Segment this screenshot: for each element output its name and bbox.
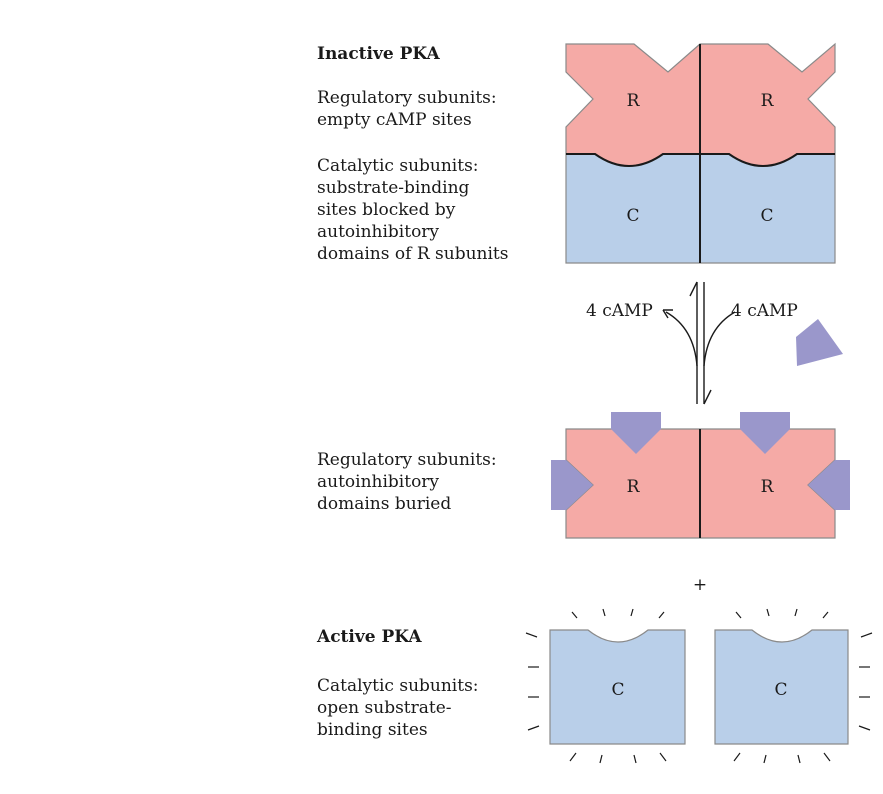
inactive-pka-complex: R R C C [565, 42, 836, 264]
inactive-catalytic-description: Catalytic subunits: substrate-binding si… [317, 156, 509, 264]
bound-camp-top-left [611, 412, 661, 454]
active-c-left-label: C [611, 680, 624, 700]
active-catalytic-right: C [714, 608, 873, 764]
active-pka-title: Active PKA [317, 627, 422, 647]
activity-rays-right [733, 608, 873, 764]
equilibrium-arrows [662, 281, 736, 405]
inactive-c-left-label: C [626, 206, 639, 226]
camp-right-label: 4 cAMP [731, 301, 798, 321]
inactive-regulatory-description: Regulatory subunits: empty cAMP sites [317, 88, 497, 130]
camp-release-head [662, 309, 673, 319]
inactive-r-left-label: R [627, 91, 641, 111]
inactive-c-right-label: C [760, 206, 773, 226]
inactive-pka-title: Inactive PKA [317, 44, 440, 64]
complex-r-right-label: R [761, 477, 775, 497]
camp-binding-curve [703, 311, 736, 367]
active-catalytic-left: C [525, 608, 686, 764]
regulatory-camp-complex: R R [551, 412, 850, 539]
inactive-r-right-label: R [761, 91, 775, 111]
active-catalytic-right-body [714, 629, 849, 745]
free-camp-molecule [796, 319, 843, 366]
active-c-right-label: C [774, 680, 787, 700]
forward-arrow-head [703, 389, 712, 405]
active-catalytic-left-body [549, 629, 686, 745]
bound-camp-left [551, 460, 593, 510]
active-catalytic-description: Catalytic subunits: open substrate- bind… [317, 676, 479, 740]
camp-release-curve [665, 311, 698, 367]
complex-regulatory-description: Regulatory subunits: autoinhibitory doma… [317, 450, 497, 514]
bound-camp-right [808, 460, 850, 510]
camp-left-label: 4 cAMP [586, 301, 653, 321]
complex-r-left-label: R [627, 477, 641, 497]
inactive-rc-boundary [566, 153, 835, 167]
plus-sign: + [693, 575, 707, 595]
reverse-arrow-head [689, 281, 698, 297]
bound-camp-top-right [740, 412, 790, 454]
activity-rays-left [525, 608, 667, 764]
